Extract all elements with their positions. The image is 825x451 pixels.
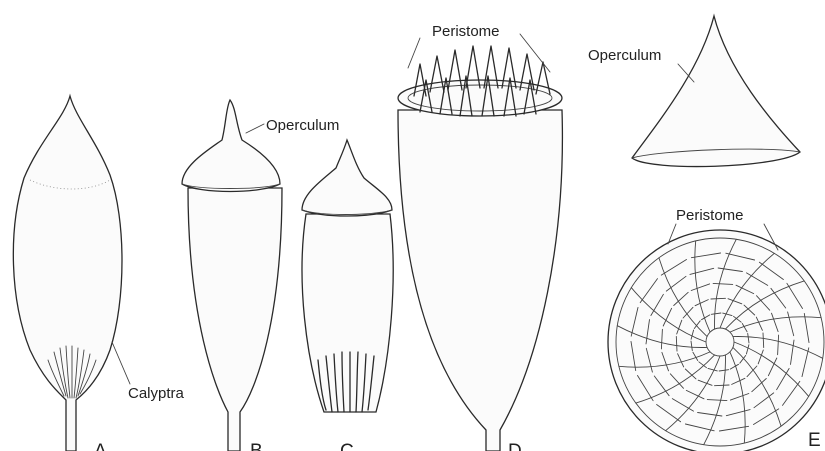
- capsule-b-body: [188, 188, 282, 451]
- operculum-b-label: Operculum: [266, 117, 339, 134]
- peristome-outer-ring: [608, 230, 825, 451]
- calyptra-label: Calyptra: [128, 385, 185, 402]
- panel-label-b: B: [250, 441, 263, 451]
- capsule-c-body: [302, 214, 393, 412]
- capsule-c-operculum: [302, 140, 392, 216]
- calyptra-leader: [112, 342, 130, 384]
- capsule-b-operculum: [182, 100, 280, 192]
- panel-label-a: A: [94, 441, 107, 451]
- operculum-b-leader: [246, 124, 264, 133]
- peristome-top-label: Peristome: [432, 23, 500, 40]
- capsule-d: Peristome D: [398, 23, 562, 451]
- capsule-c: C: [302, 140, 393, 451]
- peristome-e-label: Peristome: [676, 207, 744, 224]
- detached-operculum: Operculum: [588, 16, 800, 167]
- peristome-top-view: Peristome E: [608, 207, 825, 451]
- panel-label-e: E: [808, 430, 821, 451]
- panel-label-d: D: [508, 441, 522, 451]
- capsule-d-body: [398, 110, 562, 451]
- detached-operculum-cone: [632, 16, 800, 167]
- peristome-top-leader-left: [408, 38, 420, 68]
- capsule-a: Calyptra A: [13, 96, 184, 451]
- panel-label-c: C: [340, 441, 354, 451]
- operculum-top-label: Operculum: [588, 47, 661, 64]
